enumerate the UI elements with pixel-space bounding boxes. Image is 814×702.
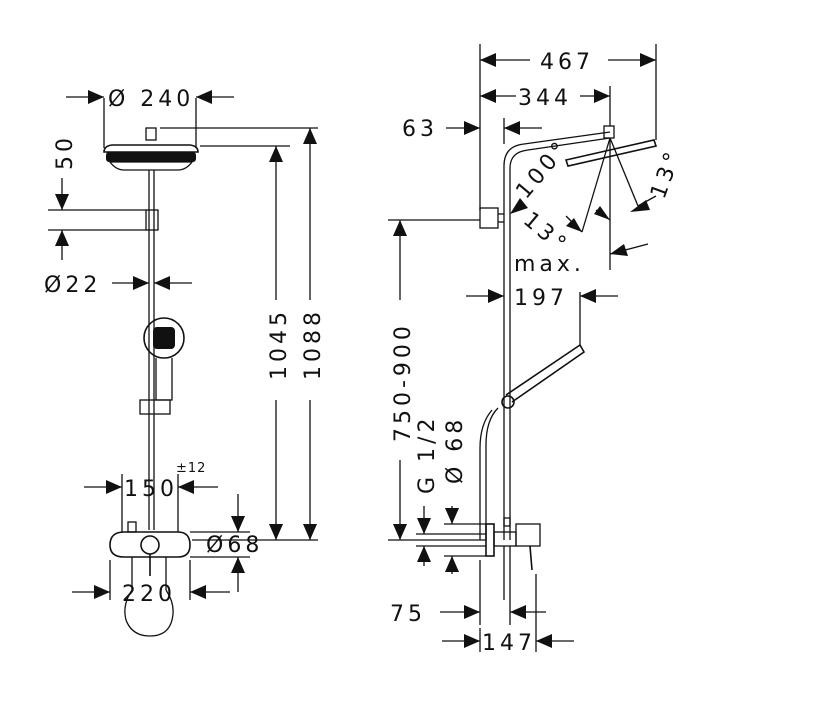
dim-max-label: max. xyxy=(514,252,585,277)
front-view: Ø 240 50 Ø22 1045 1088 150 xyxy=(44,87,326,637)
wall-bracket xyxy=(479,207,499,229)
dim-offset-147: 147 xyxy=(482,631,536,656)
dim-arm-length: 344 xyxy=(518,86,572,111)
dim-height-range: 750-900 xyxy=(391,322,416,442)
dim-mixer-width: 220 xyxy=(122,582,176,607)
dim-head-height: 50 xyxy=(53,134,78,170)
dim-mixer-diameter: Ø68 xyxy=(206,533,263,558)
dim-height-1045: 1045 xyxy=(267,308,292,380)
dim-angle-100: 100° xyxy=(511,135,575,204)
dim-angle-13-b: 13° xyxy=(646,146,687,202)
hand-shower-side xyxy=(479,343,586,540)
mixer xyxy=(109,521,191,637)
overhead-shower-head xyxy=(103,127,199,171)
dim-handshower-depth: 197 xyxy=(514,286,568,311)
dim-thread-size: G 1/2 xyxy=(415,415,440,494)
dim-offset-75: 75 xyxy=(390,602,426,627)
dim-overall-depth: 467 xyxy=(540,50,594,75)
dim-head-diameter: Ø 240 xyxy=(108,87,194,112)
dim-mixer-spacing: 150 xyxy=(124,477,178,502)
overhead-head-side xyxy=(564,139,658,167)
mixer-side xyxy=(485,517,541,600)
dim-rail-diameter: Ø22 xyxy=(44,273,101,298)
dim-height-1088: 1088 xyxy=(301,308,326,380)
hand-shower xyxy=(139,317,185,415)
side-view: 467 344 63 100° 13° 13° max. xyxy=(388,44,687,656)
dim-mixer-tolerance: ±12 xyxy=(176,461,206,476)
rail-clamp xyxy=(145,209,159,231)
dim-offset-63: 63 xyxy=(402,117,438,142)
dim-flange-diameter: Ø 68 xyxy=(443,416,468,484)
